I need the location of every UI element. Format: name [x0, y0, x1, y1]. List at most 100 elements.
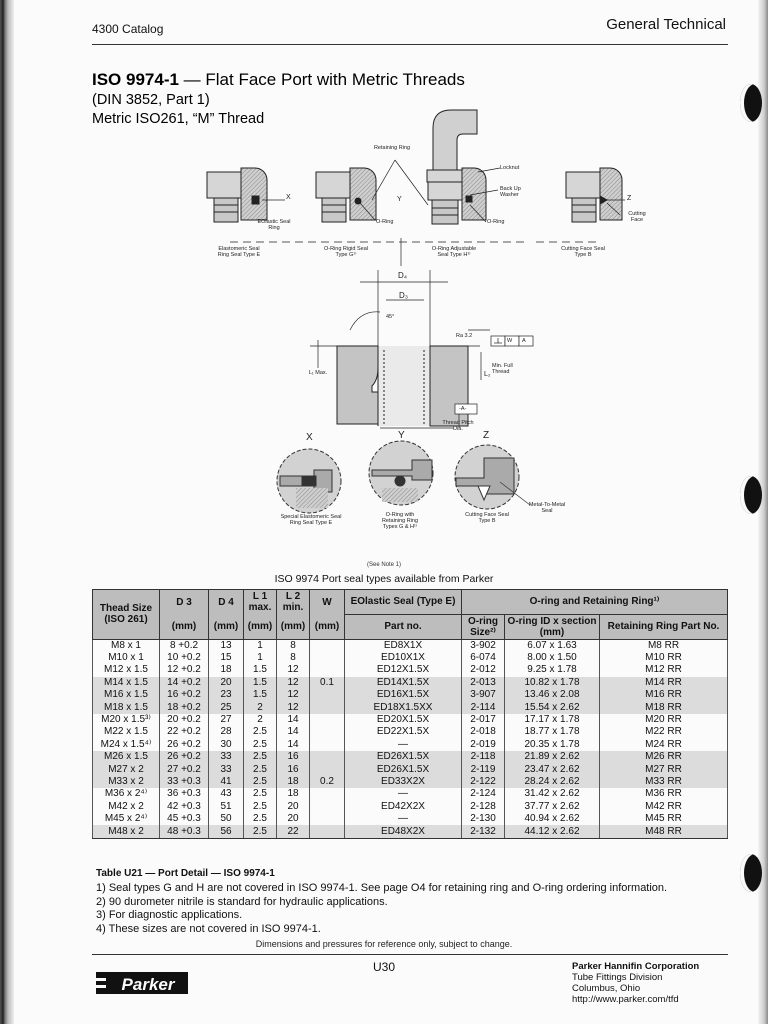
cell-oring-size: 2-114	[461, 701, 505, 714]
see-note: (See Note 1)	[366, 562, 402, 568]
unit-d4: (mm)	[208, 614, 244, 640]
cell-thread: M10 x 1	[92, 651, 160, 665]
cell-rr: M18 RR	[599, 701, 728, 714]
cell-oring-id: 18.77 x 1.78	[504, 726, 600, 739]
cell-d4: 18	[208, 664, 244, 677]
unit-w: (mm)	[309, 614, 345, 640]
cell-d3: 27 +0.2	[159, 763, 209, 776]
gdt-w: W	[507, 338, 513, 344]
cell-l2: 12	[276, 664, 310, 677]
cell-thread: M42 x 2	[92, 800, 160, 813]
cell-d3: 33 +0.3	[159, 775, 209, 789]
cell-l2: 16	[276, 763, 310, 776]
cell-d4: 33	[208, 751, 244, 764]
cell-l1: 2.5	[243, 738, 277, 752]
cell-part: ED33X2X	[344, 775, 462, 789]
cell-rr: M27 RR	[599, 763, 728, 776]
title-description: — Flat Face Port with Metric Threads	[178, 70, 465, 89]
cell-d3: 12 +0.2	[159, 664, 209, 677]
callout-eolastic: EOlastic Seal Ring	[257, 219, 291, 231]
cell-thread: M27 x 2	[92, 763, 160, 776]
cell-rr: M16 RR	[599, 689, 728, 702]
cell-oring-id: 44.12 x 2.62	[504, 825, 600, 839]
unit-l2: (mm)	[276, 614, 310, 640]
cell-oring-id: 15.54 x 2.62	[504, 701, 600, 714]
cell-d3: 14 +0.2	[159, 676, 209, 690]
cell-thread: M36 x 2⁴⁾	[92, 788, 160, 801]
corp-division: Tube Fittings Division	[572, 972, 663, 983]
title-standard: ISO 9974-1	[92, 70, 179, 89]
corp-city: Columbus, Ohio	[572, 983, 641, 994]
cell-w: 0.1	[309, 676, 345, 690]
col-d4: D 4	[208, 589, 244, 614]
col-oring-size: O-ring Size²⁾	[461, 613, 505, 640]
cell-d3: 42 +0.3	[159, 800, 209, 813]
cell-l1: 2.5	[243, 788, 277, 801]
notes-list: 1) Seal types G and H are not covered in…	[96, 882, 667, 936]
cell-l2: 18	[276, 788, 310, 801]
cell-oring-id: 21.89 x 2.62	[504, 751, 600, 764]
cell-w	[309, 713, 345, 727]
cell-part: ED16X1.5X	[344, 689, 462, 702]
seal-type-g-label: O-Ring Rigid Seal Type G¹⁾	[323, 246, 369, 258]
cell-w	[309, 726, 345, 739]
cell-d4: 51	[208, 800, 244, 813]
cell-rr: M20 RR	[599, 713, 728, 727]
cell-thread: M22 x 1.5	[92, 726, 160, 739]
cell-oring-id: 28.24 x 2.62	[504, 775, 600, 789]
col-l1: L 1 max.	[243, 589, 277, 614]
callout-backup-washer: Back Up Washer	[500, 186, 521, 198]
page-number: U30	[372, 960, 395, 974]
cell-d4: 56	[208, 825, 244, 839]
cell-d4: 27	[208, 713, 244, 727]
cell-d4: 28	[208, 726, 244, 739]
cell-d4: 23	[208, 689, 244, 702]
note-1: 1) Seal types G and H are not covered in…	[96, 882, 668, 894]
callout-x: X	[286, 194, 291, 201]
corp-url[interactable]: http://www.parker.com/tfd	[572, 994, 679, 1005]
cell-thread: M26 x 1.5	[92, 751, 160, 764]
cell-oring-size: 3-907	[461, 689, 505, 702]
detail-z-caption: Cutting Face Seal Type B	[465, 512, 509, 524]
cell-l1: 1	[243, 639, 277, 652]
dim-l1: L₁ Max.	[308, 370, 328, 376]
cell-l1: 1.5	[243, 676, 277, 690]
cell-w	[309, 701, 345, 714]
cell-d4: 20	[208, 676, 244, 690]
cell-part: ED42X2X	[344, 800, 462, 813]
cell-w	[309, 689, 345, 702]
cell-w: 0.2	[309, 775, 345, 789]
cell-l2: 14	[276, 738, 310, 752]
cell-d4: 50	[208, 812, 244, 826]
col-w: W	[309, 589, 345, 614]
cell-part: ED22X1.5X	[344, 726, 462, 739]
cell-l2: 14	[276, 726, 310, 739]
cell-l2: 18	[276, 775, 310, 789]
fitting-type-g	[315, 167, 377, 223]
dim-d4: D₄	[398, 271, 408, 280]
cell-l2: 12	[276, 676, 310, 690]
cell-thread: M24 x 1.5⁴⁾	[92, 738, 160, 752]
detail-x-label: X	[306, 432, 313, 443]
cell-w	[309, 800, 345, 813]
cell-d4: 41	[208, 775, 244, 789]
cell-l2: 20	[276, 800, 310, 813]
table-caption: Table U21 — Port Detail — ISO 9974-1	[96, 868, 275, 879]
cell-part: ED12X1.5X	[344, 664, 462, 677]
dim-l2: Min. Full Thread	[492, 363, 513, 375]
cell-l1: 2.5	[243, 800, 277, 813]
cell-w	[309, 763, 345, 776]
callout-oring-g: O-Ring	[376, 219, 394, 225]
dim-l2-symbol: L₂	[484, 371, 491, 378]
callout-cutting-face: Cutting Face	[628, 211, 646, 223]
cell-w	[309, 664, 345, 677]
cell-part: ED14X1.5X	[344, 676, 462, 690]
header-rule	[92, 44, 728, 45]
cell-rr: M12 RR	[599, 664, 728, 677]
